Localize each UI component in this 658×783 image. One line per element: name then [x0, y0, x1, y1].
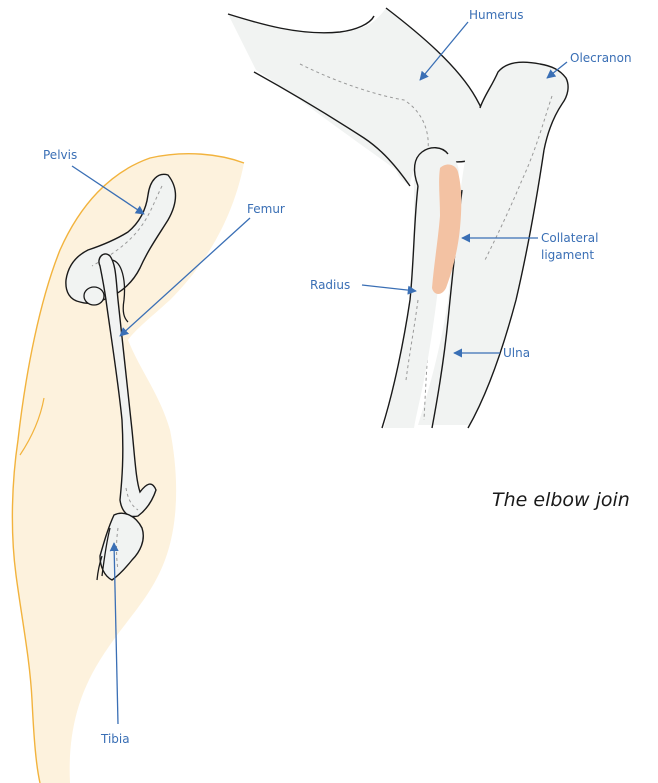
ulna-label: Ulna	[503, 346, 530, 360]
hip-socket	[84, 287, 104, 305]
tibia-label: Tibia	[100, 732, 130, 746]
olecranon-label: Olecranon	[570, 51, 632, 65]
humerus-label: Humerus	[469, 8, 524, 22]
figure-caption: The elbow join	[492, 489, 630, 511]
radius-leader	[362, 285, 416, 291]
elbow-illustration	[228, 8, 568, 428]
pelvis-label: Pelvis	[43, 148, 77, 162]
collateral-ligament-label-line1: Collateral	[541, 231, 598, 245]
radius-label: Radius	[310, 278, 350, 292]
collateral-ligament-label-line2: ligament	[541, 248, 594, 262]
femur-label: Femur	[247, 202, 285, 216]
hind-leg-illustration	[12, 154, 244, 783]
